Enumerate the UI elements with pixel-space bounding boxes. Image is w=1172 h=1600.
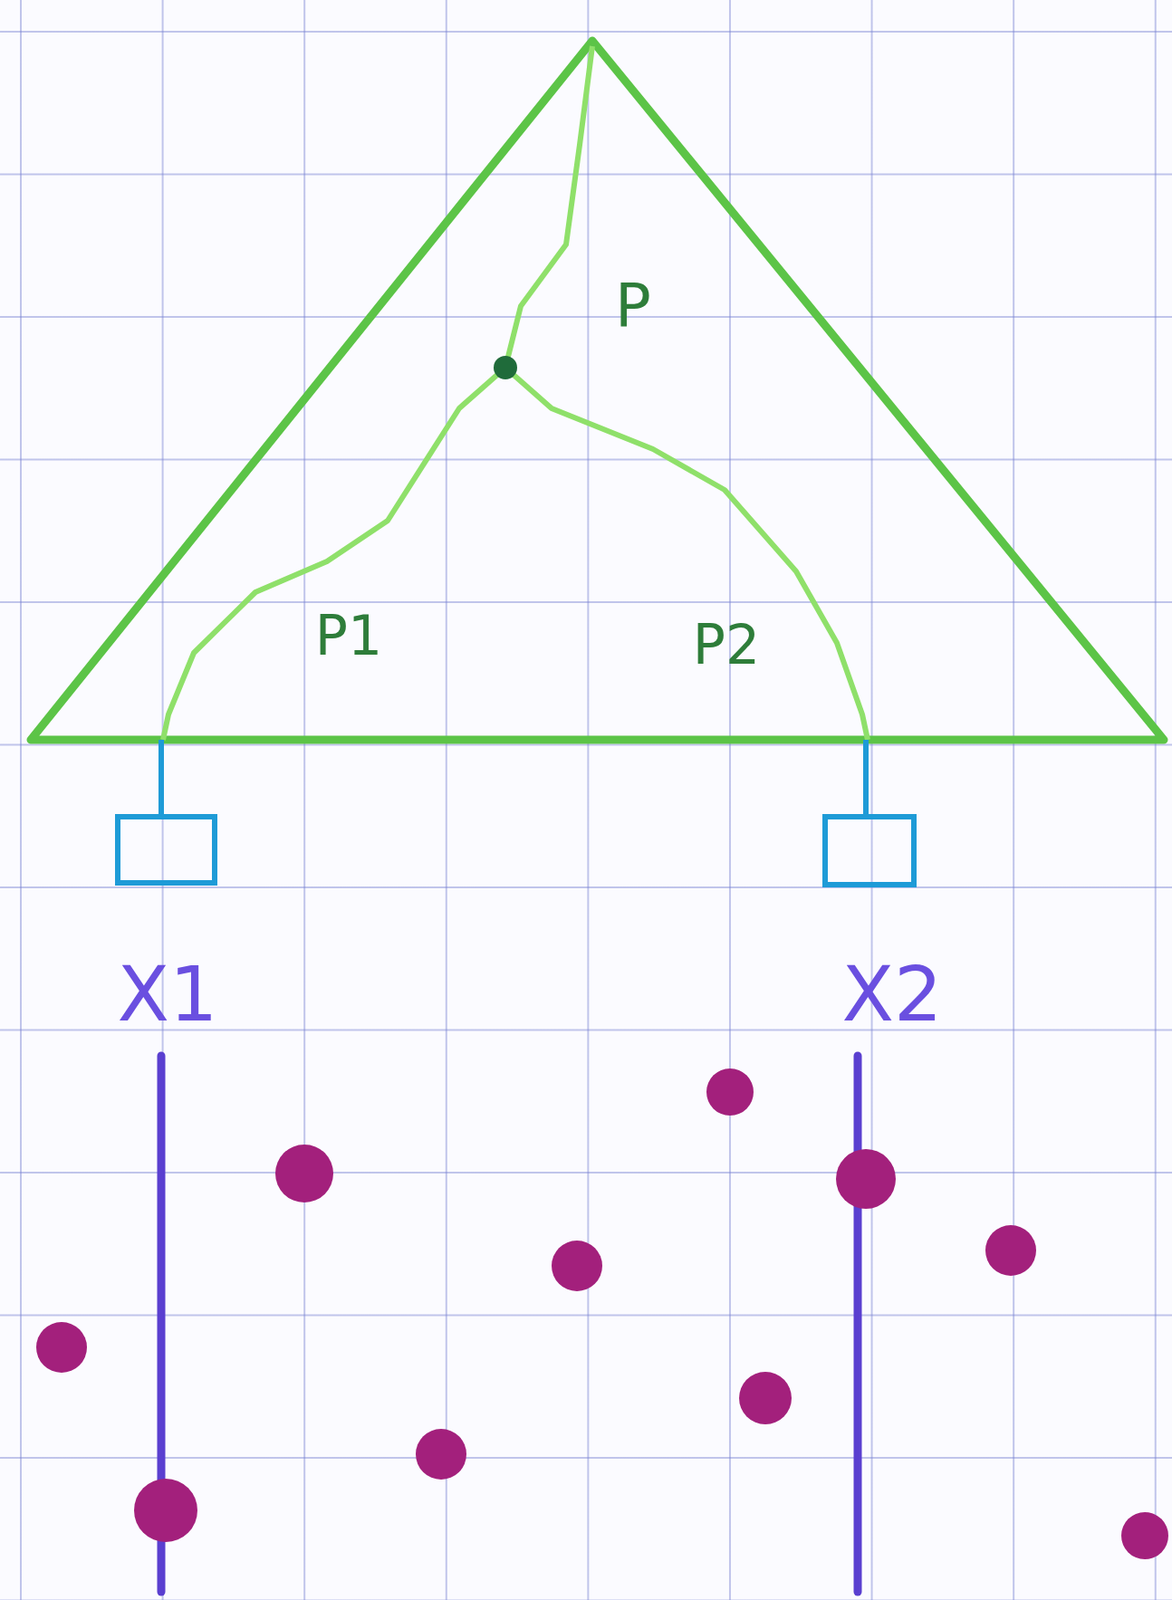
path-label: P2 — [692, 617, 760, 673]
path-label: P1 — [315, 608, 383, 663]
leaf-box — [117, 816, 215, 884]
query-label: X2 — [842, 956, 943, 1033]
path-p2 — [505, 367, 868, 740]
path-p — [505, 46, 593, 368]
branch-dot — [493, 355, 518, 380]
query-label: X1 — [117, 956, 219, 1033]
leaf-stem — [158, 739, 164, 817]
query-line — [854, 1056, 863, 1593]
path-p1 — [163, 367, 506, 740]
leaf-box — [825, 816, 914, 885]
point-set — [36, 1068, 1169, 1560]
leaf-stem — [863, 739, 869, 817]
tree-triangle — [30, 40, 1164, 740]
path-label: P — [614, 276, 652, 337]
